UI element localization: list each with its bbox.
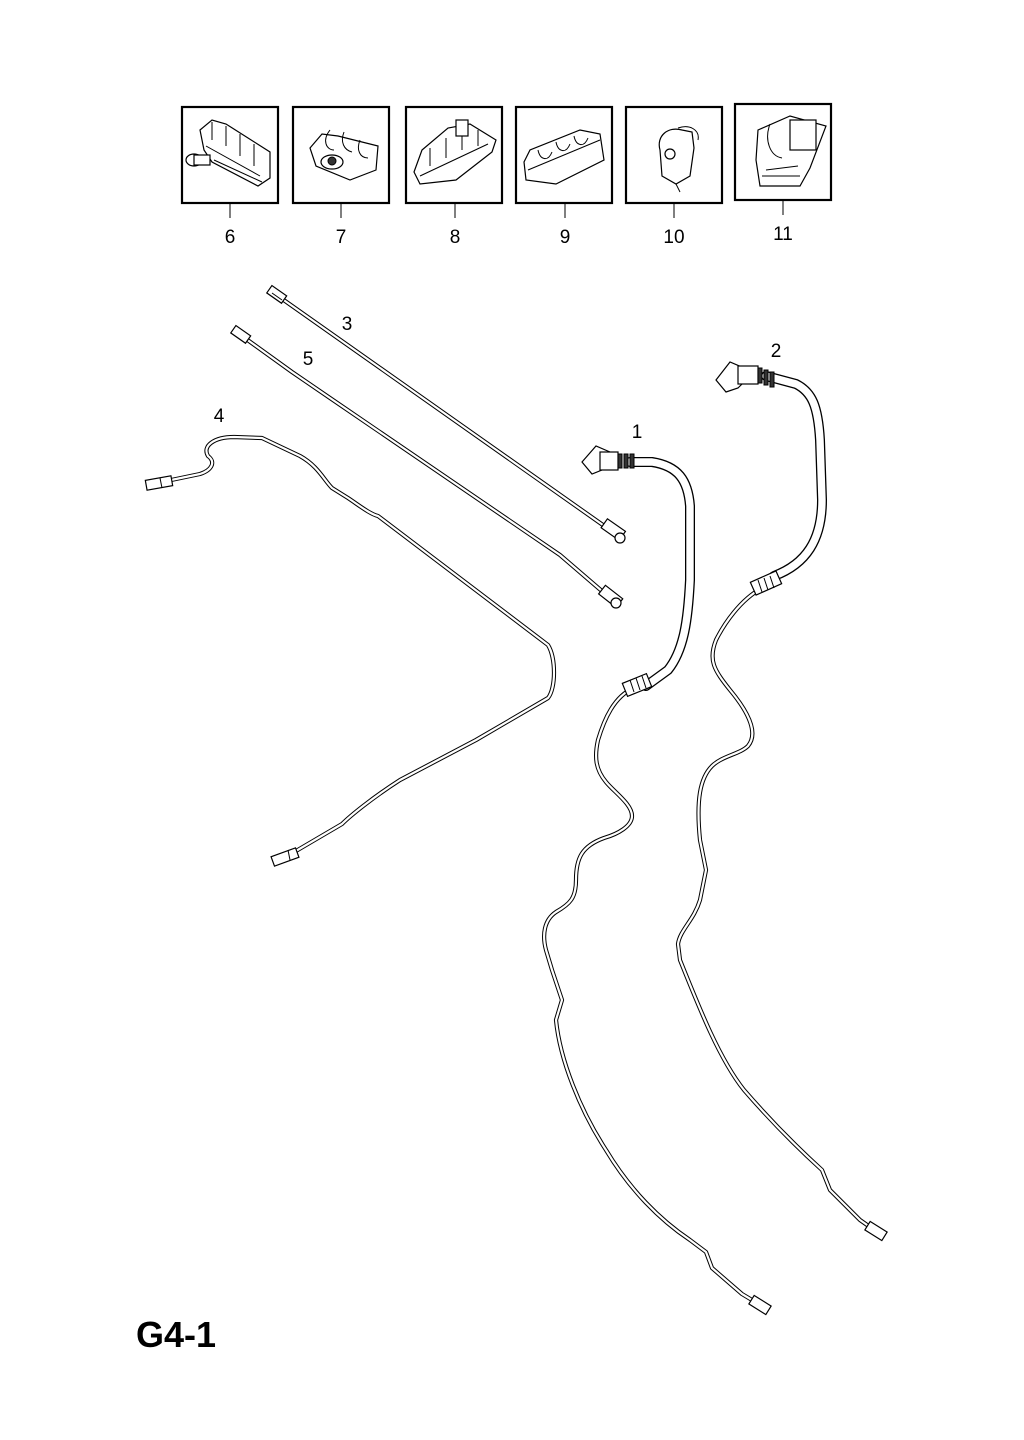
fuel-pipe-4[interactable]: 4 (144, 406, 557, 867)
callout-6: 6 (225, 227, 236, 248)
fuel-pipe-1[interactable]: 1 (542, 422, 772, 1316)
clip-panel-10[interactable]: 10 (624, 105, 724, 248)
clip-9-illustration (523, 129, 605, 185)
callout-9: 9 (560, 227, 571, 248)
clip-panel-7[interactable]: 7 (291, 105, 391, 248)
fuel-pipe-5[interactable]: 5 (229, 324, 624, 609)
pipe-4-left-fitting (144, 475, 174, 491)
fuel-pipe-2[interactable]: 2 (675, 341, 888, 1242)
pipe-1-joint (621, 672, 653, 698)
clip-7-illustration (309, 129, 379, 181)
fuel-pipe-3[interactable]: 3 (265, 284, 627, 544)
pipe-1-elbow-connector (581, 445, 635, 475)
callout-4: 4 (214, 406, 225, 427)
pipe-5-top-fitting (229, 324, 252, 345)
clip-11-illustration (755, 115, 827, 187)
clip-panel-9[interactable]: 9 (514, 105, 614, 248)
callout-2: 2 (771, 341, 782, 362)
callout-1: 1 (632, 422, 643, 443)
callout-3: 3 (342, 314, 353, 335)
pipe-4-bottom-fitting (270, 847, 300, 867)
callout-11: 11 (773, 224, 793, 245)
pipe-3-bottom-fitting (600, 517, 627, 544)
pipe-1-end-fitting (748, 1294, 772, 1316)
pipe-2-joint (749, 570, 783, 596)
clip-8-illustration (413, 119, 497, 185)
clip-panel-8[interactable]: 8 (404, 105, 504, 248)
callout-5: 5 (303, 349, 314, 370)
pipe-5-bottom-fitting (597, 584, 624, 609)
pipe-2-end-fitting (864, 1220, 888, 1242)
clip-6-illustration (185, 119, 271, 187)
clip-10-illustration (658, 126, 699, 193)
page-code: G4-1 (136, 1314, 216, 1355)
pipe-2-elbow-connector (715, 361, 775, 393)
pipe-3-top-fitting (265, 284, 288, 305)
clip-panel-6[interactable]: 6 (180, 105, 280, 248)
callout-8: 8 (450, 227, 461, 248)
callout-7: 7 (336, 227, 347, 248)
callout-10: 10 (663, 227, 684, 248)
clip-panel-11[interactable]: 11 (733, 102, 833, 245)
